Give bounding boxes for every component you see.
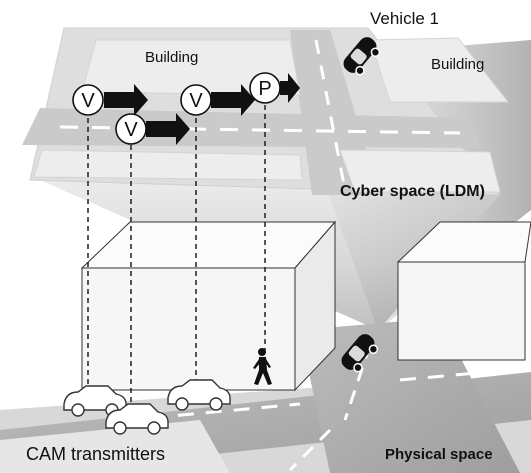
cyber-plane <box>22 27 510 196</box>
svg-text:V: V <box>189 90 203 112</box>
building-label-right: Building <box>431 56 484 73</box>
building-center <box>80 220 337 392</box>
vehicle-1-physical-icon <box>341 334 379 373</box>
building-right <box>396 221 531 361</box>
pedestrian-icon <box>253 348 272 385</box>
vehicle-1-icon <box>343 37 381 76</box>
cam-car-icon <box>105 403 169 435</box>
ldm-vehicle-node: V <box>115 113 190 145</box>
direction-arrow <box>104 84 148 116</box>
physical-space-label: Physical space <box>385 446 493 463</box>
cam-car-icon <box>63 385 127 417</box>
svg-text:P: P <box>258 78 271 100</box>
building-label-left: Building <box>145 49 198 66</box>
vehicle-1-label: Vehicle 1 <box>370 9 439 28</box>
cyber-block-bottom-right <box>339 149 501 193</box>
cyber-block-top-left <box>81 39 301 96</box>
svg-text:V: V <box>81 90 95 112</box>
cyber-block-top-right <box>369 37 510 103</box>
direction-arrow <box>146 113 190 145</box>
cyber-space-label: Cyber space (LDM) <box>340 183 485 200</box>
ldm-vehicle-node: V <box>180 84 255 116</box>
ldm-pedestrian-node: P <box>249 72 300 104</box>
direction-arrow <box>280 73 300 103</box>
cyber-block-bottom-left <box>33 149 303 181</box>
direction-arrow <box>211 84 255 116</box>
ldm-vehicle-node: V <box>72 84 148 116</box>
cam-transmitters-label: CAM transmitters <box>26 444 165 464</box>
projection-lines <box>87 105 266 410</box>
cam-car-icon <box>167 379 231 411</box>
svg-text:V: V <box>124 119 138 141</box>
